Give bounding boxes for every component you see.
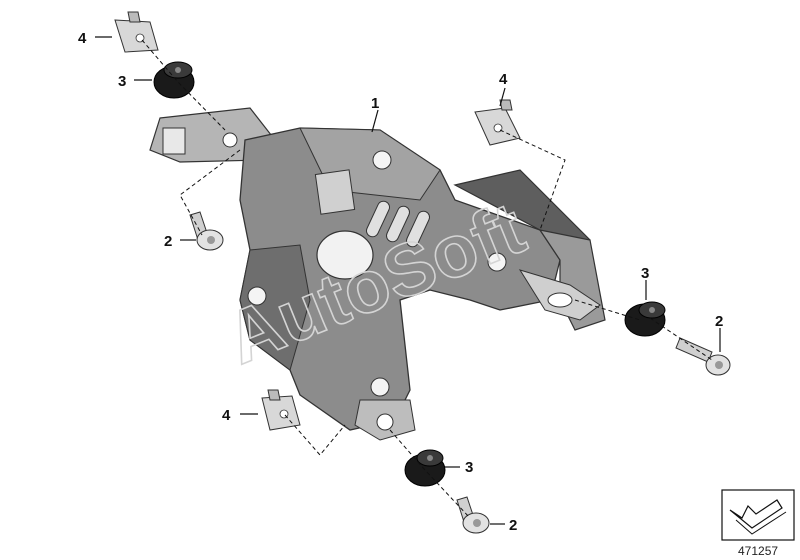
clip-nut-top xyxy=(114,11,159,53)
clip-nut-bottom xyxy=(261,389,301,431)
main-bracket xyxy=(149,107,606,441)
callout-4-right: 4 xyxy=(499,71,508,88)
rubber-bushing-right xyxy=(624,301,666,337)
clip-nut-right xyxy=(474,99,521,146)
callout-2-bottom: 2 xyxy=(509,517,517,534)
callout-3-bottom: 3 xyxy=(465,459,473,476)
rubber-bushing-bottom xyxy=(404,449,446,487)
callout-3-right: 3 xyxy=(641,265,649,282)
callout-3-top: 3 xyxy=(118,73,126,90)
callout-2-right: 2 xyxy=(715,313,723,330)
bolt-left xyxy=(189,211,224,251)
bolt-right xyxy=(675,337,731,376)
rubber-bushing-top xyxy=(153,61,195,99)
callout-4-top: 4 xyxy=(78,30,87,47)
document-number: 471257 xyxy=(738,544,778,558)
arrow-direction-icon xyxy=(721,489,795,541)
assembly-lines xyxy=(141,39,713,519)
callout-1: 1 xyxy=(371,95,379,112)
callout-leaders xyxy=(95,36,721,525)
callout-2-left: 2 xyxy=(164,233,172,250)
bolt-bottom xyxy=(456,496,490,534)
callout-4-bottom: 4 xyxy=(222,407,231,424)
